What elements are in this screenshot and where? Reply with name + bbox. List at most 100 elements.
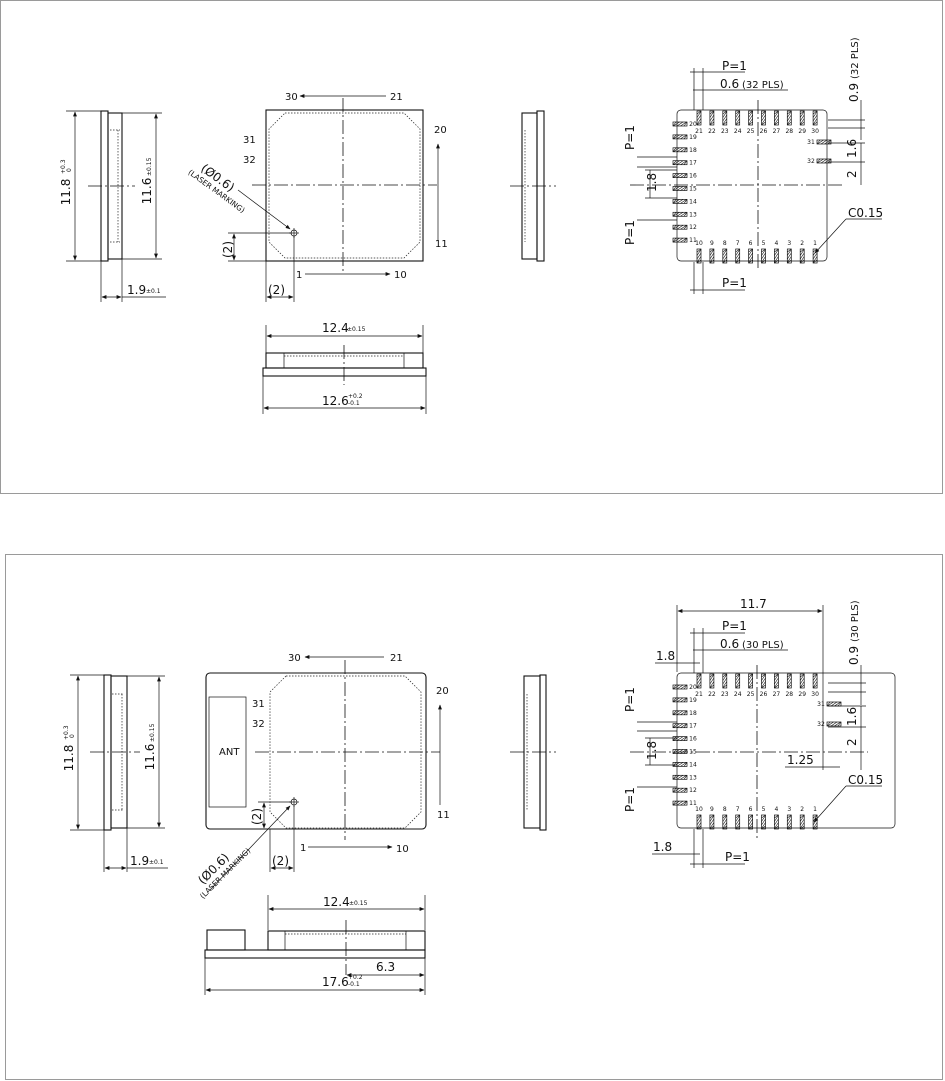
p1-offset-v: (2) (221, 241, 235, 258)
land-pin-3: 3 (787, 240, 791, 247)
land-pad-bottom-3 (786, 248, 792, 264)
land-pin-7: 7 (736, 240, 740, 247)
land-pad-bottom-10 (696, 814, 702, 830)
p1-offset-h: (2) (268, 283, 285, 297)
land-pad-bottom-6 (748, 248, 753, 264)
land-pad-bottom-5 (761, 814, 766, 830)
land-pin-18: 18 (689, 147, 697, 154)
land-pad-bottom-2 (799, 248, 805, 264)
land-pin-23: 23 (721, 691, 729, 698)
land-pad-left-11 (672, 237, 688, 243)
p1-pitch-left-a: P=1 (623, 125, 637, 150)
land-pad-top-24 (735, 110, 741, 126)
p2-dim-1-8-top: 1.8 (656, 649, 675, 663)
land-pin-5: 5 (762, 240, 766, 247)
p2-pin-20: 20 (436, 686, 449, 697)
svg-text:±0.1: ±0.1 (149, 859, 164, 866)
land-pin-25: 25 (747, 691, 755, 698)
land-pad-left-12 (672, 787, 688, 793)
land-pin-2: 2 (800, 240, 804, 247)
svg-text:+0.2: +0.2 (348, 393, 363, 400)
land-pin-13: 13 (689, 774, 697, 781)
land-pad-bottom-9 (709, 814, 715, 830)
land-pin-10: 10 (695, 806, 703, 813)
p2-side-view: 11.8 +0.3 0 11.6 ±0.15 1.9 ±0.1 (62, 674, 168, 872)
land-pin-20: 20 (689, 121, 697, 128)
land-pad-top-22 (709, 673, 715, 689)
p1-pad-len: 0.9 (847, 83, 861, 102)
land-pad-left-17 (672, 160, 688, 166)
land-pin-13: 13 (689, 211, 697, 218)
p2-overall: 11.7 (740, 597, 767, 611)
svg-text:±0.15: ±0.15 (347, 326, 366, 333)
land-pad-left-16 (672, 736, 688, 741)
land-pad-left-19 (672, 697, 688, 703)
p1-pad-len-count: (32 PLS) (850, 37, 861, 79)
land-pin-20: 20 (689, 684, 697, 691)
p2-pin-21: 21 (390, 653, 403, 664)
land-pad-right-31 (826, 701, 842, 707)
land-pin-21: 21 (695, 691, 703, 698)
land-pin-4: 4 (774, 806, 778, 813)
land-pad-bottom-5 (761, 248, 766, 264)
p2-dim-1-25: 1.25 (787, 753, 814, 767)
land-pin-3: 3 (787, 806, 791, 813)
land-pin-12: 12 (689, 787, 697, 794)
p1-front-width-bottom: 12.6 (322, 394, 349, 408)
land-pin-1: 1 (813, 806, 817, 813)
land-pin-7: 7 (736, 806, 740, 813)
land-pad-bottom-4 (774, 814, 779, 830)
land-pin-16: 16 (689, 173, 697, 180)
land-pin-1: 1 (813, 240, 817, 247)
land-pin-6: 6 (749, 240, 753, 247)
p2-dim-2: 2 (845, 738, 859, 746)
p1-pitch-bottom: P=1 (722, 276, 747, 290)
land-pin-15: 15 (689, 749, 697, 756)
land-pin-24: 24 (734, 128, 742, 135)
land-pad-top-23 (722, 110, 728, 126)
land-pin-27: 27 (773, 691, 781, 698)
p1-pin-10: 10 (394, 270, 407, 281)
svg-text:-0.1: -0.1 (348, 981, 360, 988)
land-pad-left-17 (672, 723, 688, 729)
p2-offset-h: (2) (272, 854, 289, 868)
land-pad-bottom-7 (735, 814, 741, 830)
land-pad-left-13 (672, 211, 688, 217)
land-pin-30: 30 (811, 691, 819, 698)
p2-pad-width-count: (30 PLS) (742, 640, 784, 651)
panel-2-frame (5, 554, 943, 1080)
p2-pitch-left-b: P=1 (623, 787, 637, 812)
panel-2: 11.8 +0.3 0 11.6 ±0.15 1.9 ±0.1 ANT (5, 554, 943, 1080)
p1-top-view: 30 21 31 32 20 11 1 10 (Ø0.6) (LASER MAR… (186, 92, 448, 302)
p2-pin-30: 30 (288, 653, 301, 664)
svg-text:±0.1: ±0.1 (146, 288, 161, 295)
p1-pin-11: 11 (435, 239, 448, 250)
land-pin-8: 8 (723, 240, 727, 247)
panel-1: 11.8 +0.3 0 11.6 ±0.15 1.9 ±0.1 (0, 0, 943, 494)
p2-side-height-inner: 11.6 (143, 744, 157, 771)
land-pad-bottom-1 (812, 814, 818, 830)
p2-pin-11: 11 (437, 810, 450, 821)
p2-pin-10: 10 (396, 844, 409, 855)
land-pin-29: 29 (798, 128, 806, 135)
land-pad-left-19 (672, 134, 688, 140)
land-pad-bottom-8 (722, 814, 728, 830)
land-pin-31: 31 (817, 701, 825, 708)
land-pin-29: 29 (798, 691, 806, 698)
p1-front-width-top: 12.4 (322, 321, 349, 335)
land-pad-top-28 (786, 110, 792, 126)
p2-dim-1-8-left: 1.8 (645, 741, 659, 760)
land-pad-top-27 (774, 110, 779, 126)
land-pad-top-22 (709, 110, 715, 126)
land-pad-top-21 (696, 110, 702, 126)
p1-pitch-top: P=1 (722, 59, 747, 73)
land-pin-14: 14 (689, 198, 697, 205)
p1-side-height-total: 11.8 (59, 179, 73, 206)
land-pad-left-15 (672, 749, 688, 754)
p2-pitch-bottom: P=1 (725, 850, 750, 864)
land-pin-26: 26 (760, 691, 768, 698)
land-pin-23: 23 (721, 128, 729, 135)
